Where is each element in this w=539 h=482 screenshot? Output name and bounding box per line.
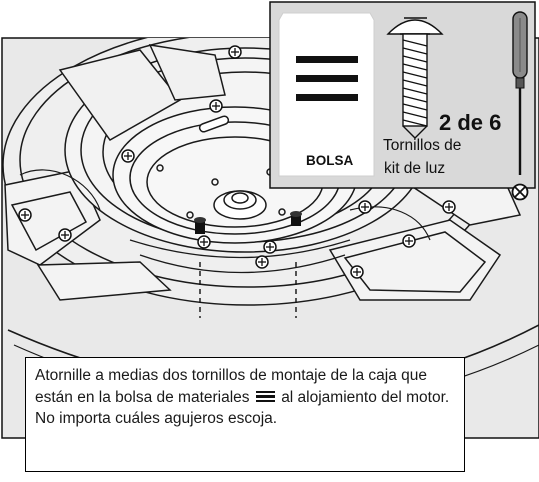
instruction-caption: Atornille a medias dos tornillos de mont… — [25, 357, 465, 472]
caption-text-part1: Atornille a medias dos tornillos de mont… — [35, 367, 428, 406]
half-screwed-screw-right — [290, 211, 302, 226]
bag-label: BOLSA — [306, 153, 354, 168]
bag-icon — [278, 12, 375, 177]
phillips-tip-icon — [511, 183, 529, 201]
caption-text-part2: al alojamiento del motor. No importa cuá… — [35, 388, 450, 428]
screw-icon — [386, 17, 444, 139]
screwdriver-icon — [512, 11, 528, 175]
screw-caption-line2: kit de luz — [384, 160, 445, 177]
screw-caption-line1: Tornillos de — [383, 137, 461, 154]
parts-inset: BOLSA 2 de 6 Tornillos de kit de luz — [269, 1, 536, 201]
bag-icon-inline — [255, 390, 275, 403]
screw-count: 2 de 6 — [439, 110, 501, 135]
half-screwed-screw-left — [194, 217, 206, 234]
